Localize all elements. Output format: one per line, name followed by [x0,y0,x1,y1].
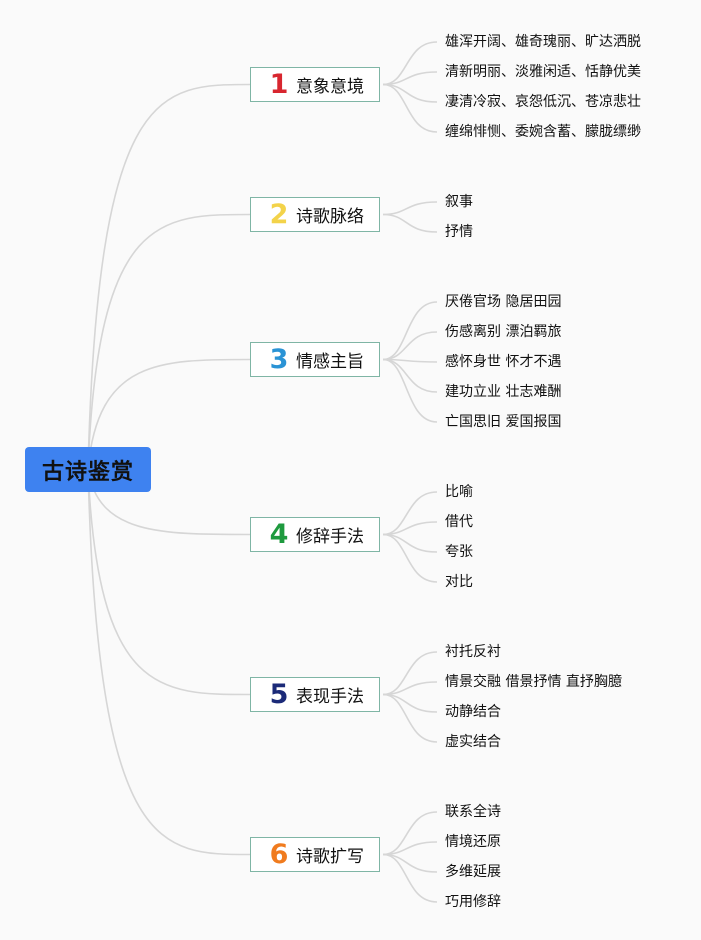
leaf-item[interactable]: 衬托反衬 [445,644,501,660]
leaf-item[interactable]: 叙事 [445,194,473,210]
leaf-item[interactable]: 缠绵悱恻、委婉含蓄、朦胧缥缈 [445,124,641,140]
leaf-item[interactable]: 感怀身世 怀才不遇 [445,354,562,370]
leaf-item[interactable]: 建功立业 壮志难酬 [445,384,562,400]
branch-number: 1 [269,69,289,100]
branch-leaf-link [382,331,438,361]
branch-node[interactable]: 6 诗歌扩写 [250,837,380,872]
branch-label: 诗歌扩写 [296,847,364,867]
branch-leaf-link [382,358,438,423]
leaf-item[interactable]: 凄清冷寂、哀怨低沉、苍凉悲壮 [445,94,641,110]
branch-number: 2 [269,199,289,230]
leaf-item[interactable]: 比喻 [445,484,473,500]
leaf-item[interactable]: 厌倦官场 隐居田园 [445,294,562,310]
leaf-item[interactable]: 巧用修辞 [445,894,501,910]
branch-node[interactable]: 1 意象意境 [250,67,380,102]
root-label: 古诗鉴赏 [41,459,134,485]
branch-leaf-link [382,41,438,86]
branch-node[interactable]: 4 修辞手法 [250,517,380,552]
branch-leaf-link [382,811,438,856]
branch-label: 意象意境 [296,77,364,97]
root-branch-link [87,213,251,470]
branch-number: 5 [269,679,289,710]
root-branch-link [87,83,251,470]
branch-label: 修辞手法 [296,527,364,547]
leaf-item[interactable]: 伤感离别 漂泊羁旅 [445,324,562,340]
root-branch-link [87,468,251,696]
branch-label: 表现手法 [296,687,364,707]
leaf-item[interactable]: 对比 [445,574,473,590]
branch-leaf-link [382,201,438,216]
branch-leaf-link [382,301,438,361]
leaf-item[interactable]: 抒情 [445,224,473,240]
branch-node[interactable]: 2 诗歌脉络 [250,197,380,232]
leaf-item[interactable]: 多维延展 [445,864,501,880]
branch-leaf-link [382,83,438,133]
branch-leaf-link [382,491,438,536]
root-node[interactable]: 古诗鉴赏 [25,447,151,492]
branch-leaf-link [382,853,438,903]
leaf-item[interactable]: 雄浑开阔、雄奇瑰丽、旷达洒脱 [445,34,641,50]
branch-number: 3 [269,344,289,375]
branch-node[interactable]: 5 表现手法 [250,677,380,712]
branch-leaf-link [382,213,438,233]
leaf-item[interactable]: 情境还原 [445,834,501,850]
leaf-item[interactable]: 借代 [445,514,473,530]
leaf-item[interactable]: 清新明丽、淡雅闲适、恬静优美 [445,64,641,80]
leaf-item[interactable]: 动静结合 [445,704,501,720]
branch-leaf-link [382,693,438,743]
branch-leaf-link [382,358,438,393]
branch-label: 诗歌脉络 [296,207,364,227]
branch-number: 6 [269,839,289,870]
leaf-item[interactable]: 亡国思旧 爱国报国 [445,414,562,430]
root-branch-link [87,358,251,470]
branch-number: 4 [269,519,289,550]
leaf-item[interactable]: 情景交融 借景抒情 直抒胸臆 [445,674,622,690]
branch-leaf-link [382,651,438,696]
leaf-item[interactable]: 夸张 [445,544,473,560]
root-branch-link [87,468,251,856]
leaf-item[interactable]: 虚实结合 [445,734,501,750]
branch-node[interactable]: 3 情感主旨 [250,342,380,377]
leaf-item[interactable]: 联系全诗 [445,804,501,820]
branch-leaf-link [382,533,438,583]
branch-label: 情感主旨 [296,352,364,372]
